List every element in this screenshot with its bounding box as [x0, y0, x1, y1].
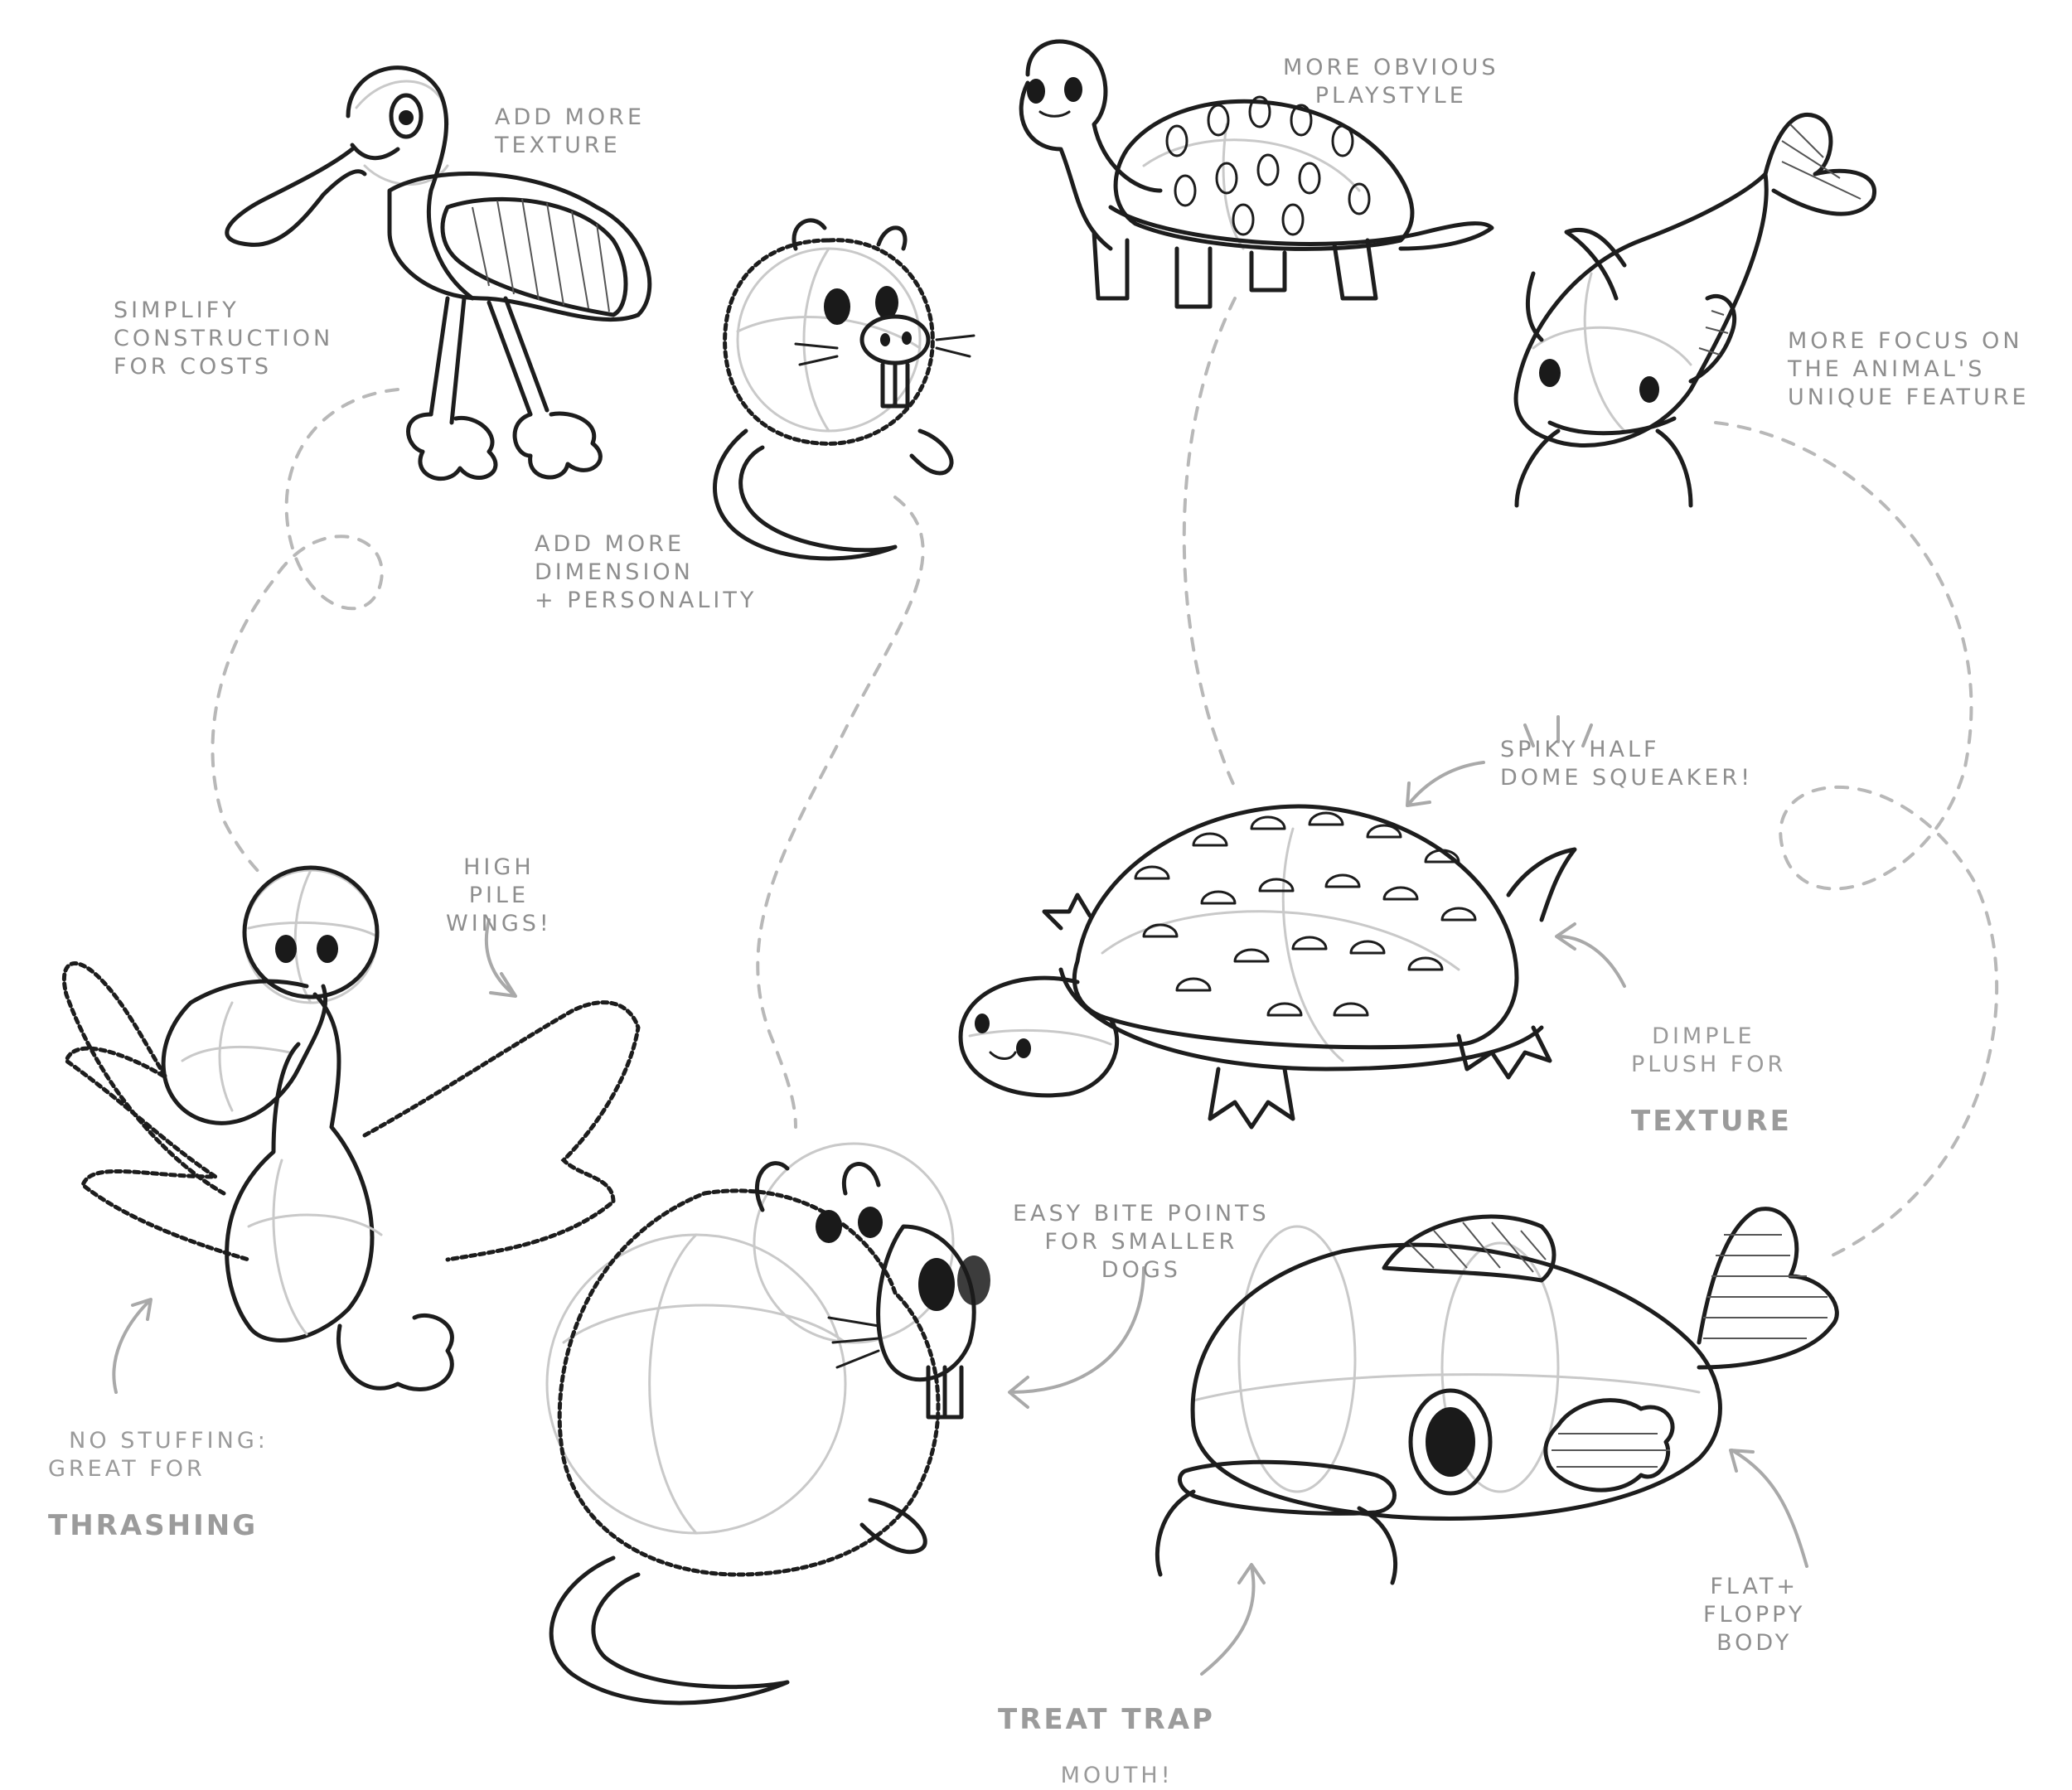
- arrow-no-stuffing: [112, 1298, 152, 1394]
- sketch-bird-old: [225, 65, 652, 481]
- spiky-burst: [1523, 715, 1593, 747]
- note-no-stuffing-bold: THRASHING: [48, 1509, 259, 1542]
- note-flat-floppy-body: FLAT+ FLOPPY BODY: [1703, 1574, 1806, 1656]
- shell-spikes: [1134, 811, 1477, 1017]
- connector-turtle-to-turtle: [1182, 297, 1237, 789]
- sketch-beaver-new: [545, 1142, 990, 1705]
- dorsal-hatching: [1408, 1222, 1547, 1273]
- connector-fish-to-fish: [1714, 421, 1999, 1261]
- tail-fin-hatching: [1703, 1234, 1828, 1339]
- tail-hatching: [1781, 123, 1861, 200]
- arrow-high-pile: [484, 918, 517, 998]
- annotation-arrows: [112, 715, 1808, 1676]
- note-add-more-dimension: ADD MORE DIMENSION + PERSONALITY: [535, 531, 758, 613]
- note-treat-trap-text: MOUTH!: [1060, 1763, 1174, 1788]
- sketch-fish-old: [1513, 112, 1877, 508]
- connector-bird-to-duck: [211, 388, 399, 880]
- arrow-dimple: [1555, 922, 1626, 988]
- arrow-easy-bite: [1008, 1266, 1145, 1409]
- shell-dimples: [1165, 95, 1371, 236]
- note-treat-trap-bold: TREAT TRAP: [998, 1703, 1215, 1736]
- note-no-stuffing: NO STUFFING: GREAT FOR THRASHING: [48, 1399, 269, 1568]
- note-dimple-text: DIMPLE PLUSH FOR: [1631, 1023, 1787, 1077]
- note-more-obvious-playstyle: MORE OBVIOUS PLAYSTYLE: [1283, 55, 1499, 109]
- sketch-turtle-old: [1019, 39, 1494, 309]
- note-add-more-texture: ADD MORE TEXTURE: [495, 104, 646, 158]
- note-no-stuffing-text: NO STUFFING: GREAT FOR: [48, 1428, 269, 1482]
- note-dimple-bold: TEXTURE: [1631, 1105, 1792, 1138]
- sketch-beaver-old: [713, 218, 975, 561]
- wing-hatching: [472, 198, 610, 312]
- note-easy-bite-points: EASY BITE POINTS FOR SMALLER DOGS: [1013, 1201, 1270, 1283]
- arrow-flat-floppy: [1729, 1449, 1808, 1568]
- connector-beaver-to-beaver: [756, 496, 925, 1129]
- connector-paths: [211, 297, 1999, 1261]
- note-more-focus: MORE FOCUS ON THE ANIMAL'S UNIQUE FEATUR…: [1788, 328, 2030, 410]
- sketch-turtle-new: [958, 804, 1577, 1130]
- note-high-pile-wings: HIGH PILE WINGS!: [446, 854, 552, 936]
- note-treat-trap: TREAT TRAP MOUTH!: [982, 1649, 1231, 1790]
- note-spiky-half-dome: SPIKY HALF DOME SQUEAKER!: [1500, 737, 1754, 791]
- sketch-canvas: [61, 39, 1999, 1705]
- arrow-spiky: [1406, 761, 1485, 807]
- sketch-fish-new: [1155, 1207, 1839, 1585]
- arrow-treat-trap: [1200, 1563, 1266, 1676]
- note-simplify-construction: SIMPLIFY CONSTRUCTION FOR COSTS: [114, 298, 334, 380]
- sketch-duck-new: [61, 865, 641, 1391]
- note-dimple-plush: DIMPLE PLUSH FOR TEXTURE: [1631, 994, 1792, 1164]
